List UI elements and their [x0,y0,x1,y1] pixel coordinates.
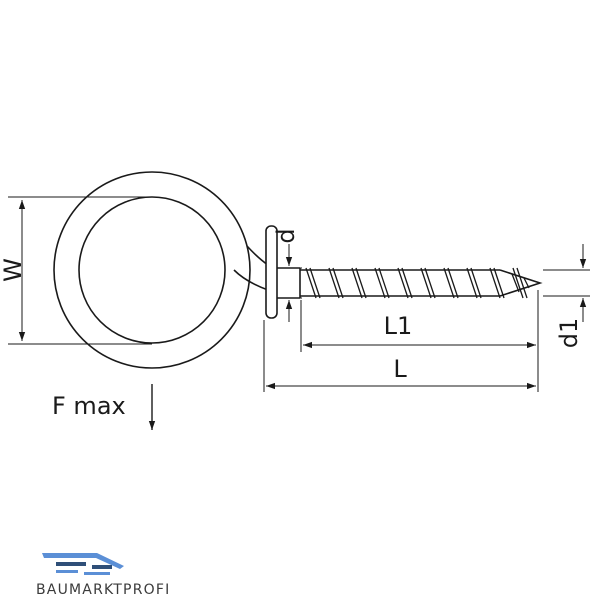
thread-turn [328,267,344,299]
logo-roof-icon [42,553,124,569]
thread-turn-tip [511,273,530,293]
thread-turn [466,267,482,299]
eye-ring [53,171,251,369]
dimension-w [8,196,152,345]
thread-turn [489,267,505,299]
screw-shank [277,267,543,299]
collar [265,225,278,319]
logo-bar-1 [56,562,86,566]
dimension-l [263,320,536,392]
logo-bar-3 [56,570,78,573]
label-l: L [393,355,407,383]
shank-bend [233,245,269,291]
label-fmax: F max [52,392,126,420]
logo-bar-4 [84,572,110,575]
thread-turn [443,267,459,299]
thread-turn [420,267,436,299]
eye-ring-outer [53,171,251,369]
thread-turn [305,267,321,299]
brand-logo: BAUMARKTPROFI [36,553,170,598]
dimension-d [279,244,302,322]
thread-turn [512,267,528,299]
logo-bar-2 [92,565,112,569]
dimension-l1 [300,290,539,392]
thread-turn [374,267,390,299]
eye-ring-inner [78,196,226,344]
brand-name: BAUMARKTPROFI [36,582,170,598]
label-l1: L1 [384,312,413,340]
label-w: W [0,258,27,282]
dimension-d1 [543,244,590,322]
thread-turn [351,267,367,299]
label-d1: d1 [555,318,583,349]
thread-turn [397,267,413,299]
screw-threads [305,267,530,299]
label-d: d [272,228,300,243]
